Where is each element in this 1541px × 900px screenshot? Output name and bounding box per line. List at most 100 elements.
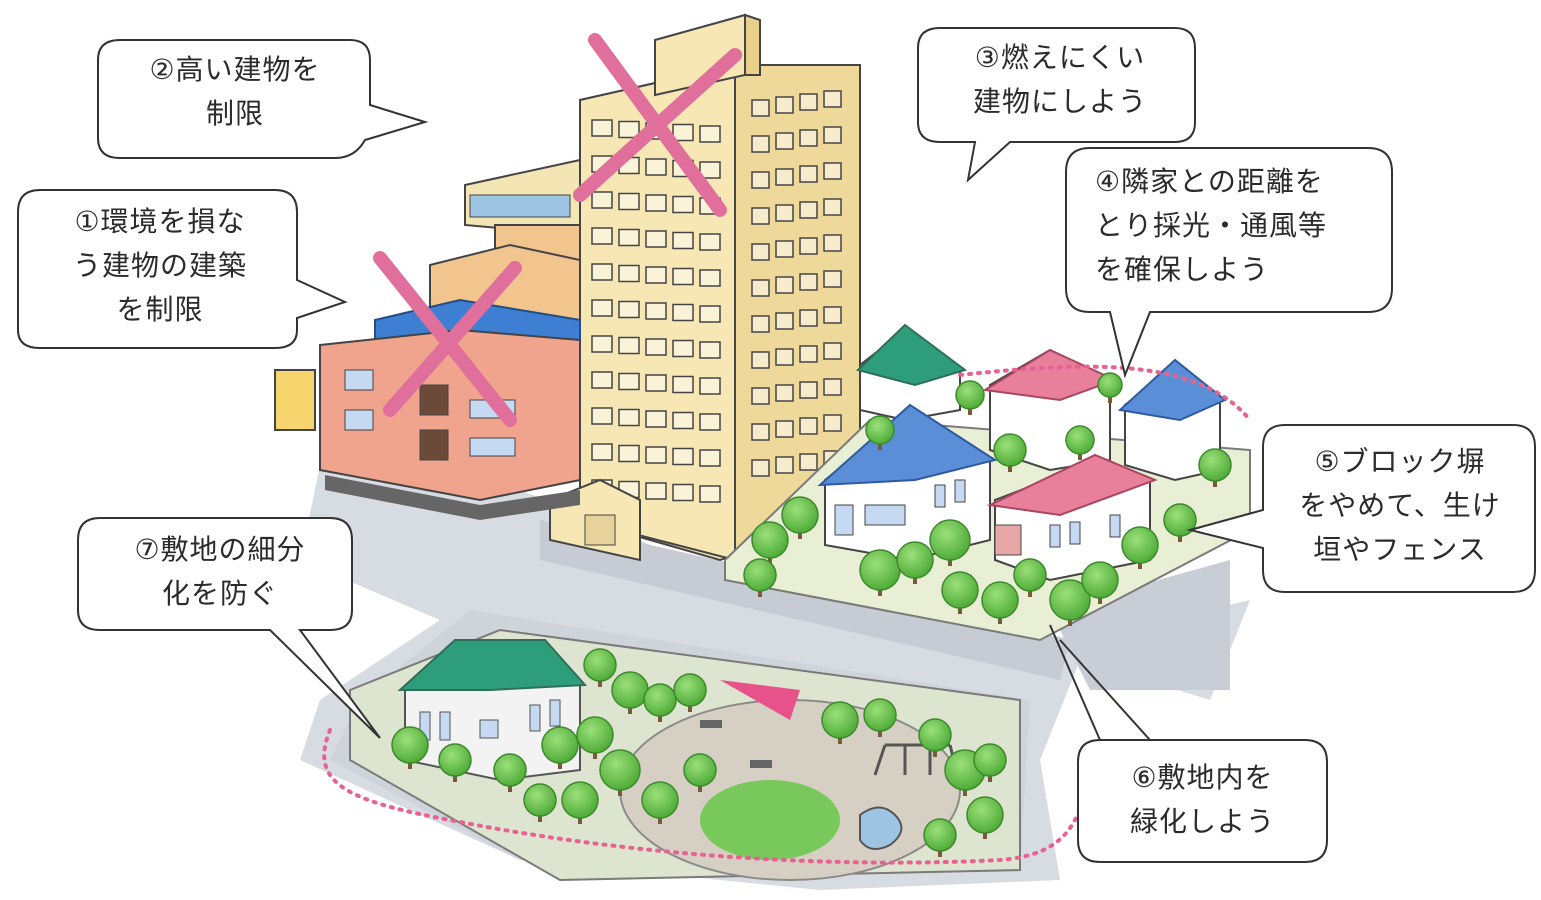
tree-icon	[541, 726, 579, 769]
tower-window	[823, 378, 842, 396]
callout-bubble-2	[97, 39, 429, 159]
tree-icon	[955, 380, 985, 415]
tower-window	[775, 168, 794, 186]
tower-window	[699, 449, 721, 467]
tree-icon	[1049, 579, 1091, 626]
callout-1-line-2: う建物の建築	[72, 249, 247, 282]
tower-window	[618, 300, 640, 319]
bench-icon	[700, 720, 772, 768]
tower-window	[699, 125, 721, 143]
tree-icon	[918, 718, 952, 757]
tower-window	[751, 171, 770, 189]
callout-5-line-3: 垣やフェンス	[1313, 533, 1487, 566]
tower-window	[672, 447, 694, 466]
tower-window	[645, 446, 667, 464]
tower-window	[823, 234, 842, 252]
callout-4-line-3: を確保しよう	[1095, 253, 1270, 286]
callout-7-text: ⑦敷地の細分 化を防ぐ	[100, 528, 340, 616]
tower-window	[751, 423, 770, 441]
callout-5-text: ⑤ブロック塀 をやめて、生け 垣やフェンス	[1275, 440, 1525, 572]
tower-window	[591, 119, 613, 137]
tree-icon	[993, 433, 1027, 472]
property-boundary	[322, 364, 1252, 865]
tower-window	[775, 96, 794, 114]
tower-window	[799, 417, 818, 435]
tree-icon	[643, 683, 677, 722]
callout-7-line-2: 化を防ぐ	[161, 577, 278, 610]
tower-window	[799, 129, 818, 147]
callout-4-line-2: とり採光・通風等	[1095, 209, 1328, 242]
tower-window	[699, 305, 721, 323]
tower-window	[699, 269, 721, 287]
tree-icon	[1013, 558, 1047, 597]
tree-icon	[973, 743, 1007, 782]
tree-icon	[1163, 503, 1197, 542]
tower-window	[672, 231, 694, 250]
tower-window	[699, 377, 721, 395]
callout-6-line-1: ⑥敷地内を	[1131, 761, 1274, 794]
tower-window	[672, 483, 694, 502]
tree-icon	[641, 781, 679, 824]
tower-window	[799, 93, 818, 111]
tower-window	[672, 303, 694, 322]
tower-window	[645, 194, 667, 212]
tower-window	[775, 132, 794, 150]
tower-window	[799, 201, 818, 219]
tree-icon	[1198, 448, 1232, 487]
callout-1-line-1: ①環境を損な	[74, 205, 246, 238]
callout-1-text: ①環境を損な う建物の建築 を制限	[40, 200, 280, 332]
callout-4-text: ④隣家との距離を とり採光・通風等 を確保しよう	[1095, 160, 1385, 292]
cross-mark-icon	[573, 33, 742, 217]
callout-2-text: ②高い建物を 制限	[130, 48, 340, 136]
tower-window	[823, 342, 842, 360]
callout-2-line-2: 制限	[205, 97, 264, 130]
tower-window	[799, 345, 818, 363]
callout-3-line-1: ③燃えにくい	[974, 41, 1146, 74]
tower-window	[618, 336, 640, 355]
tower-window	[645, 302, 667, 320]
callout-bubble-3	[917, 27, 1196, 183]
tower-window	[775, 204, 794, 222]
tower-window	[591, 227, 613, 245]
tower-window	[645, 266, 667, 284]
tower-window	[751, 135, 770, 153]
callout-bubble-5	[1186, 424, 1536, 593]
tower-window	[618, 192, 640, 211]
callout-bubbles	[17, 27, 1536, 863]
tower-window	[618, 408, 640, 427]
callout-5-line-2: をやめて、生け	[1299, 489, 1501, 522]
tower-window	[672, 123, 694, 142]
tower-window	[823, 126, 842, 144]
tower-window	[699, 485, 721, 503]
tree-icon	[438, 743, 472, 782]
tower-window	[823, 306, 842, 324]
tower-window	[775, 312, 794, 330]
callout-3-text: ③燃えにくい 建物にしよう	[940, 36, 1180, 124]
tower-window	[591, 263, 613, 281]
tree-icon	[781, 496, 819, 539]
tree-icon	[1121, 526, 1159, 569]
tower-window	[775, 420, 794, 438]
tower-window	[799, 165, 818, 183]
tower-window	[751, 243, 770, 261]
pink-building	[274, 158, 581, 520]
tower-window	[751, 315, 770, 333]
tree-icon	[929, 519, 971, 566]
tree-icon	[923, 818, 957, 857]
tower-window	[645, 374, 667, 392]
tower-window	[672, 375, 694, 394]
callout-bubble-6	[1077, 739, 1328, 863]
tower-window	[645, 410, 667, 428]
callout-6-text: ⑥敷地内を 緑化しよう	[1095, 756, 1310, 844]
tree-icon	[863, 698, 897, 737]
tower-window	[699, 161, 721, 179]
callout-5-line-1: ⑤ブロック塀	[1314, 445, 1486, 478]
tower-window	[823, 270, 842, 288]
tower-window	[591, 299, 613, 317]
callout-7-line-1: ⑦敷地の細分	[134, 533, 306, 566]
tower-window	[823, 198, 842, 216]
tower-window	[699, 341, 721, 359]
tower-window	[823, 414, 842, 432]
tower-window	[618, 120, 640, 139]
